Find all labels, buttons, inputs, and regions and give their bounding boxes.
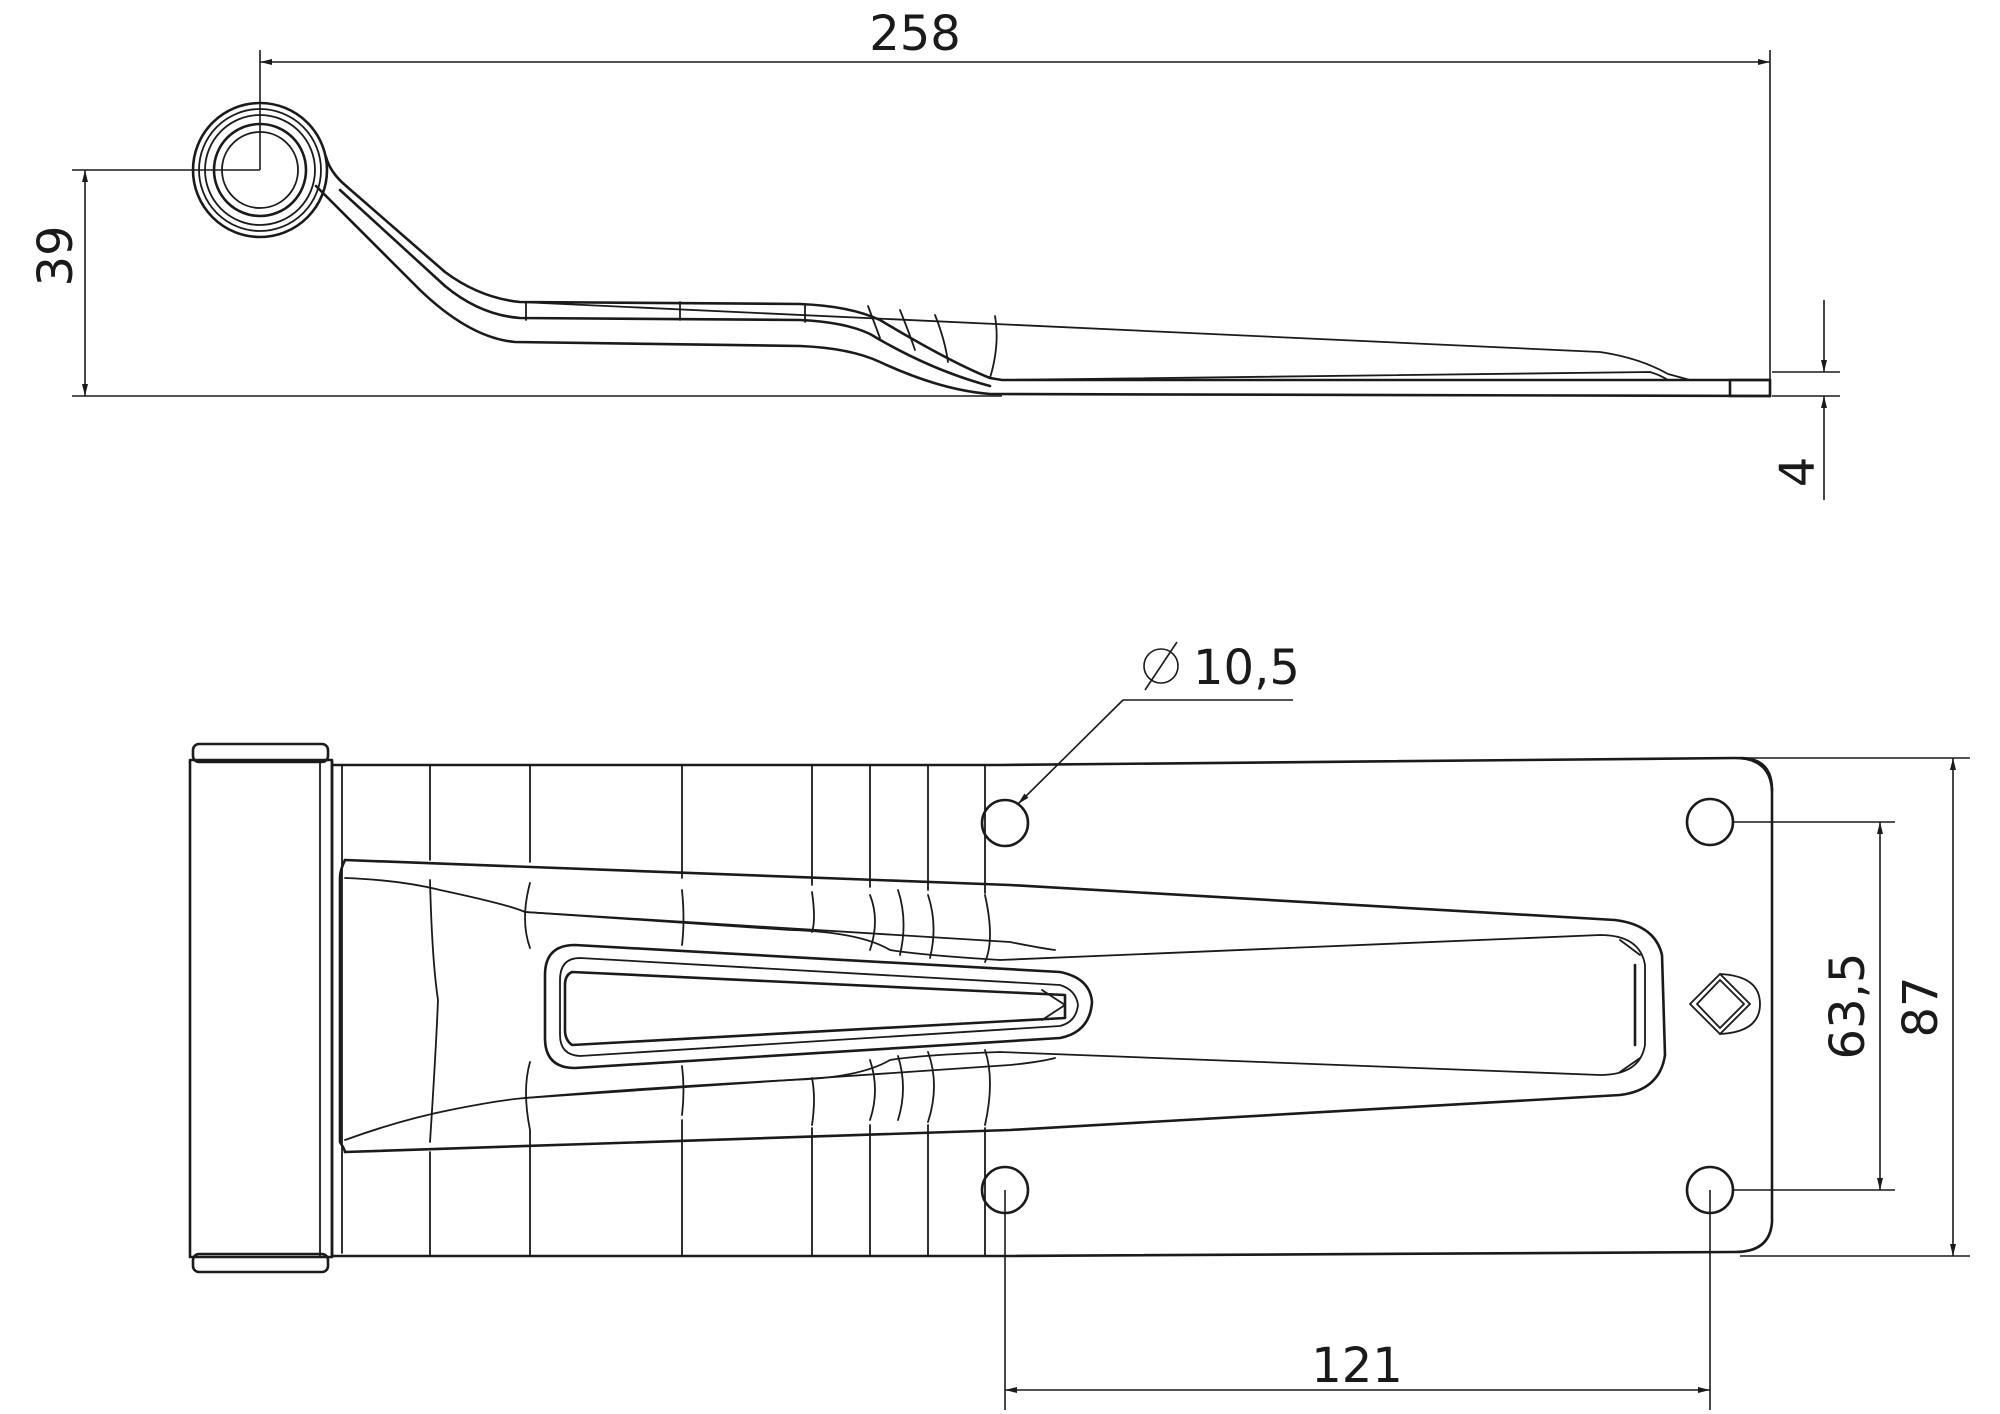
plan-inner-slot bbox=[543, 943, 1094, 1070]
hole-spacing-width-label: 63,5 bbox=[1820, 953, 1876, 1060]
height-label: 39 bbox=[28, 225, 84, 286]
thickness-label: 4 bbox=[1770, 457, 1826, 488]
plan-view: 10,5 121 63,5 87 bbox=[188, 640, 1970, 1410]
overall-width-label: 87 bbox=[1893, 976, 1949, 1037]
plan-section-lines bbox=[429, 764, 991, 1257]
hole-top-left bbox=[980, 798, 1030, 848]
hole-diameter-label: 10,5 bbox=[1193, 640, 1300, 696]
dimension-length: 258 bbox=[259, 6, 1771, 380]
dimension-thickness: 4 bbox=[1770, 300, 1840, 500]
diameter-symbol bbox=[1143, 641, 1179, 691]
diamond-logo-icon bbox=[1689, 973, 1761, 1035]
side-view: 258 39 4 bbox=[28, 6, 1840, 500]
plan-knuckle bbox=[188, 742, 343, 1274]
plan-leaf-outline bbox=[330, 756, 1774, 1258]
length-label: 258 bbox=[869, 6, 961, 62]
dimension-hole-diameter: 10,5 bbox=[1017, 640, 1300, 805]
dimension-hole-spacing-width: 63,5 bbox=[1733, 821, 1895, 1191]
dimension-hole-spacing-length: 121 bbox=[1004, 1190, 1711, 1410]
dimension-height: 39 bbox=[28, 169, 1002, 397]
plan-rib bbox=[338, 858, 1667, 1154]
dimension-overall-width: 87 bbox=[1740, 757, 1970, 1257]
mounting-holes bbox=[980, 797, 1735, 1215]
hole-spacing-length-label: 121 bbox=[1311, 1338, 1403, 1394]
hole-top-right bbox=[1685, 797, 1735, 847]
hinge-leaf-profile bbox=[314, 155, 1772, 398]
